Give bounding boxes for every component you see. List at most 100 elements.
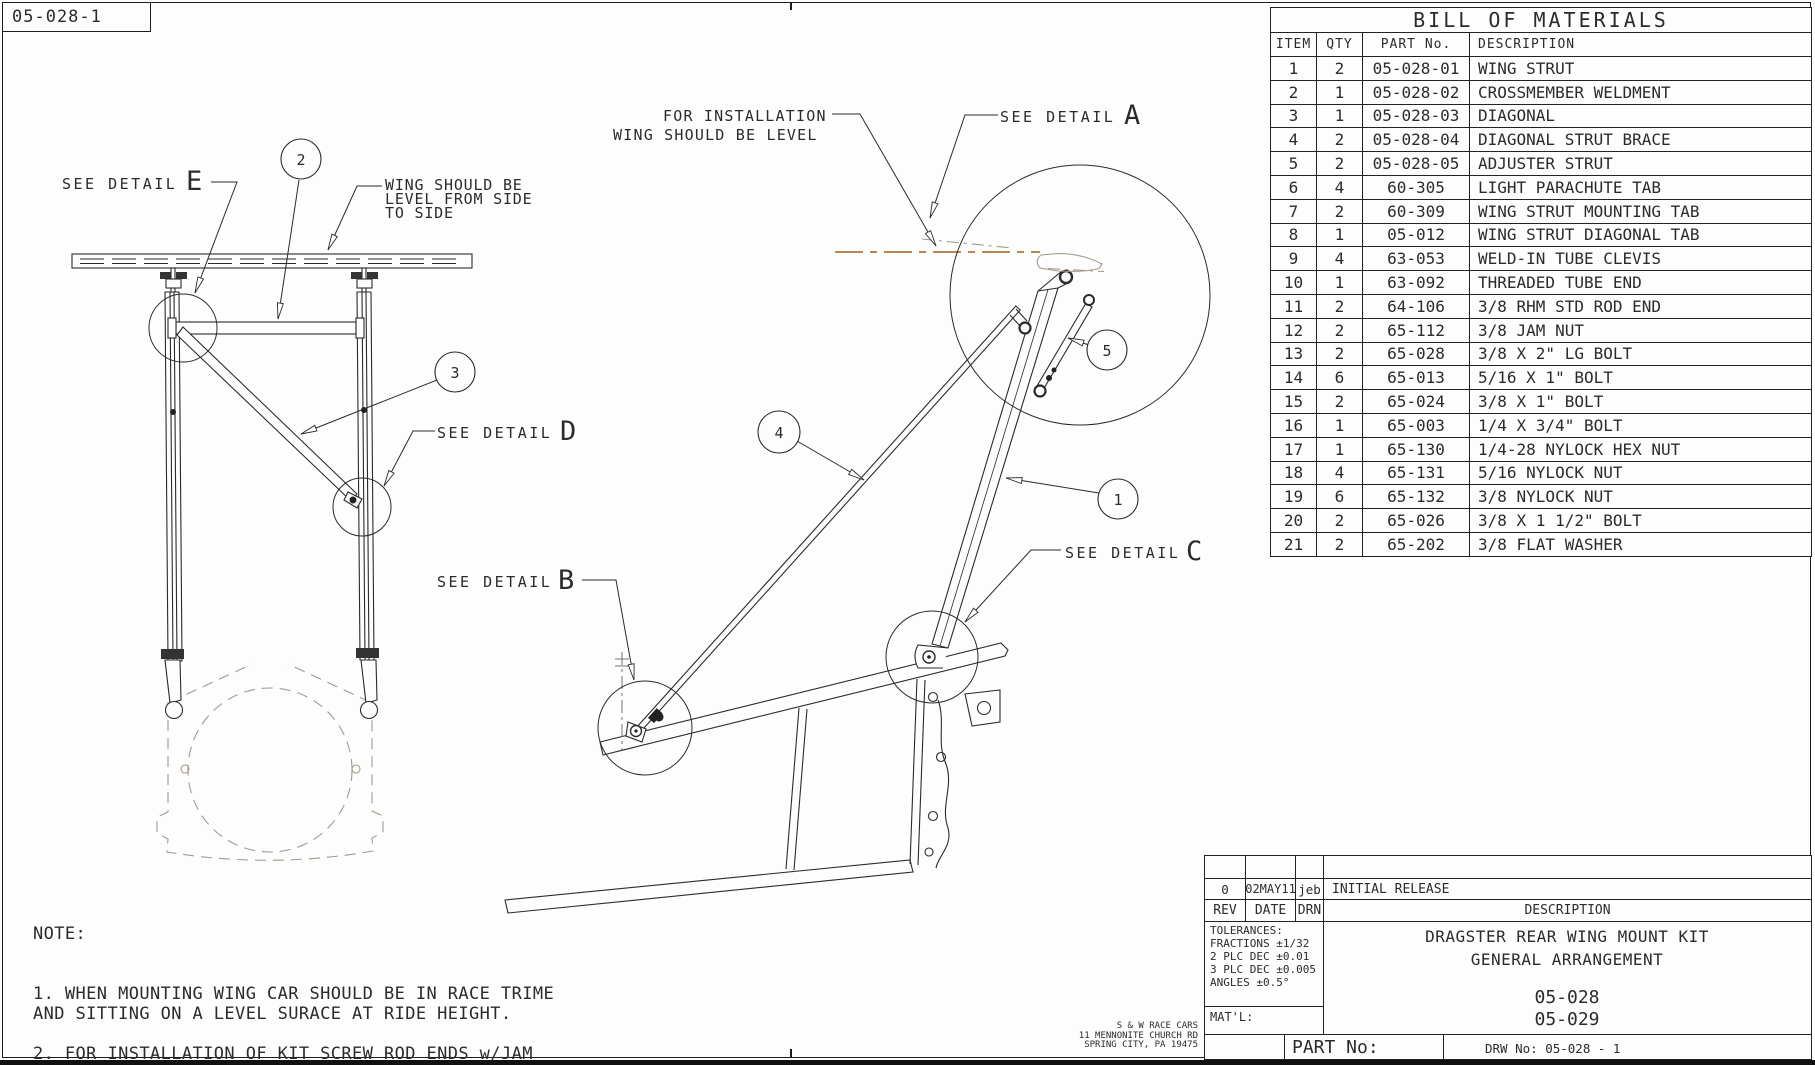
bom-cell: WELD-IN TUBE CLEVIS xyxy=(1469,247,1811,271)
wing-strut-right-rear xyxy=(365,291,375,662)
bom-header-part: PART No. xyxy=(1362,33,1469,56)
leader-wing-level xyxy=(327,185,382,251)
bom-cell: 1/4-28 NYLOCK HEX NUT xyxy=(1469,437,1811,461)
bom-cell: 2 xyxy=(1316,532,1362,556)
bom-cell: WING STRUT MOUNTING TAB xyxy=(1469,199,1811,223)
bom-title: BILL OF MATERIALS xyxy=(1271,8,1811,33)
bom-cell: 05-012 xyxy=(1362,223,1469,247)
leader-balloon-3 xyxy=(300,379,438,435)
leader-balloon-4 xyxy=(796,440,865,481)
bom-cell: 1 xyxy=(1316,223,1362,247)
bom-cell: 3/8 X 2" LG BOLT xyxy=(1469,342,1811,366)
wing-level-label-2: LEVEL FROM SIDE xyxy=(385,190,532,208)
bom-cell: 8 xyxy=(1288,225,1299,245)
bom-cell: 1 xyxy=(1316,104,1362,128)
balloon-1-number: 1 xyxy=(1113,491,1122,509)
bom-cell: 60-309 xyxy=(1362,199,1469,223)
detail-b-letter: B xyxy=(558,565,574,596)
bom-cell: 3/8 FLAT WASHER xyxy=(1469,532,1811,556)
leader-detail-b xyxy=(582,579,635,681)
rear-view xyxy=(71,253,473,861)
bom-cell: 12 xyxy=(1283,320,1304,340)
bom-cell: 6 xyxy=(1316,366,1362,390)
bom-cell: 05-028-01 xyxy=(1362,57,1469,80)
rev-header: REV xyxy=(1213,902,1237,918)
balloon-4 xyxy=(757,410,801,454)
bom-cell: 5/16 NYLOCK NUT xyxy=(1469,461,1811,485)
bom-cell: 3/8 X 1 1/2" BOLT xyxy=(1469,509,1811,532)
company-line: SPRING CITY, PA 19475 xyxy=(1084,1040,1198,1050)
leader-detail-d xyxy=(383,430,435,487)
bom-cell: 63-092 xyxy=(1362,271,1469,294)
frame-lower-rail xyxy=(504,859,914,914)
detail-d-letter: D xyxy=(560,416,576,447)
bom-cell: 2 xyxy=(1316,318,1362,342)
material-label: MAT'L: xyxy=(1210,1010,1254,1024)
bom-cell: 65-026 xyxy=(1362,509,1469,532)
bom-cell: 05-028-05 xyxy=(1362,152,1469,175)
balloon-2-number: 2 xyxy=(296,151,305,169)
description-header: DESCRIPTION xyxy=(1524,902,1611,918)
detail-circle-a xyxy=(949,164,1211,426)
bom-cell: DIAGONAL STRUT BRACE xyxy=(1469,128,1811,152)
motor-plate-edge xyxy=(935,699,950,869)
bom-cell: 1/4 X 3/4" BOLT xyxy=(1469,413,1811,437)
drawing-number-box: 05-028-1 xyxy=(2,2,151,32)
bom-header-row: ITEM QTY PART No. DESCRIPTION xyxy=(1271,33,1811,56)
tolerance-line: 2 PLC DEC ±0.01 xyxy=(1210,950,1310,963)
bom-cell: 3/8 JAM NUT xyxy=(1469,318,1811,342)
bom-cell: CROSSMEMBER WELDMENT xyxy=(1469,80,1811,104)
bom-cell: 65-013 xyxy=(1362,366,1469,390)
bom-cell: 6 xyxy=(1288,177,1299,197)
drawing-title-line1: DRAGSTER REAR WING MOUNT KIT xyxy=(1425,927,1709,946)
detail-circle-b xyxy=(597,680,693,776)
rev-description: INITIAL RELEASE xyxy=(1332,881,1450,897)
bom-cell: 65-112 xyxy=(1362,318,1469,342)
bom-cell: 4 xyxy=(1316,175,1362,199)
balloon-1 xyxy=(1097,478,1139,520)
wing-level-label-1: WING SHOULD BE xyxy=(385,176,523,194)
bom-cell: WING STRUT DIAGONAL TAB xyxy=(1469,223,1811,247)
bom-cell: 05-028-03 xyxy=(1362,104,1469,128)
frame-top-rail xyxy=(599,642,1009,756)
bom-cell: 7 xyxy=(1288,201,1299,221)
note-line: 2. FOR INSTALLATION OF KIT SCREW ROD END… xyxy=(33,1044,533,1064)
wing-strut-side xyxy=(931,287,1059,649)
rev-drn: jeb xyxy=(1298,881,1321,897)
bom-cell: 2 xyxy=(1316,342,1362,366)
bom-cell: 65-024 xyxy=(1362,390,1469,413)
bom-cell: 65-131 xyxy=(1362,461,1469,485)
see-detail-d-label: SEE DETAIL xyxy=(437,424,552,442)
detail-a-letter: A xyxy=(1124,100,1140,131)
bill-of-materials: BILL OF MATERIALS ITEM QTY PART No. DESC… xyxy=(1270,7,1812,557)
bom-cell: 2 xyxy=(1316,390,1362,413)
leaders xyxy=(194,113,1100,681)
note-line: 1. WHEN MOUNTING WING CAR SHOULD BE IN R… xyxy=(33,984,555,1004)
title-block: 0 02MAY11 jeb INITIAL RELEASE REV DATE D… xyxy=(1204,855,1812,1060)
installation-label-1: FOR INSTALLATION xyxy=(663,107,827,125)
centerline xyxy=(615,652,629,750)
bom-cell: 13 xyxy=(1283,344,1304,364)
bom-cell: 65-130 xyxy=(1362,437,1469,461)
bom-cell: 65-003 xyxy=(1362,413,1469,437)
detail-circle-e xyxy=(148,293,218,363)
drawing-title-line2: GENERAL ARRANGEMENT xyxy=(1470,950,1664,969)
bom-cell: 65-132 xyxy=(1362,485,1469,509)
bom-cell: 3 xyxy=(1288,106,1299,126)
crossmember xyxy=(175,321,357,335)
wing-rear-view xyxy=(71,253,473,269)
